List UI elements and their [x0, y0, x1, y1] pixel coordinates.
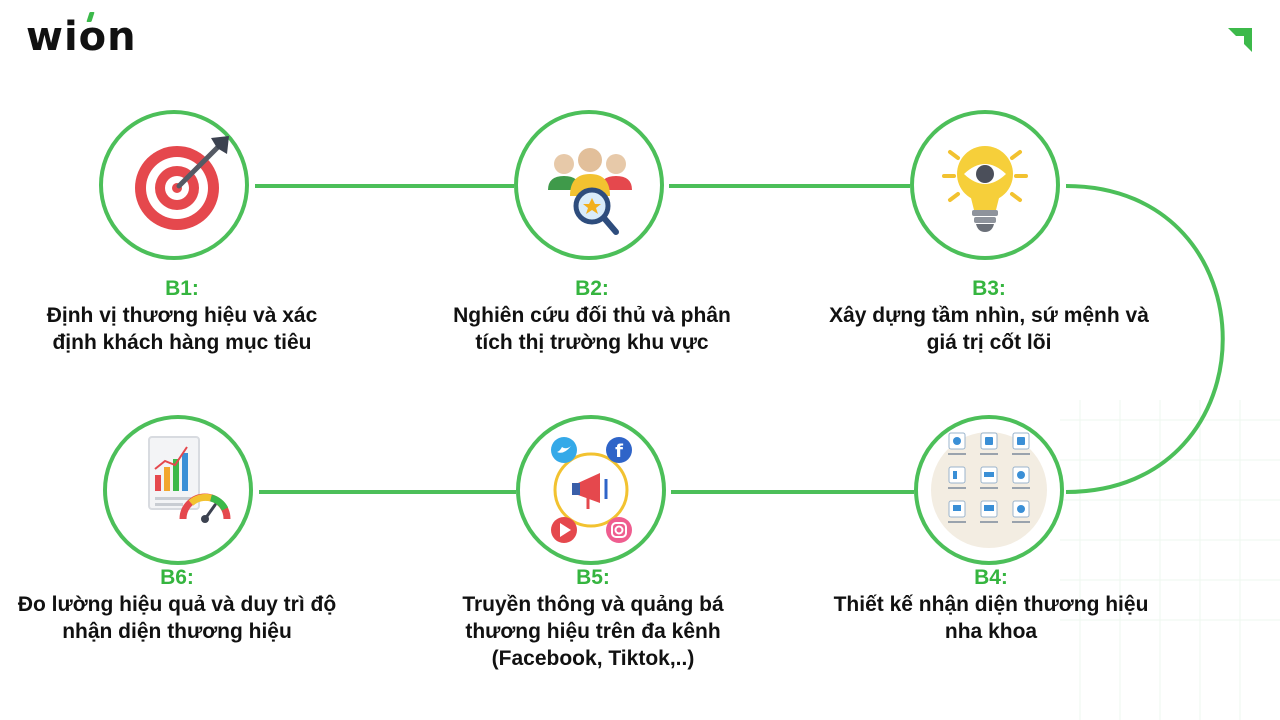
step-6-description: Đo lường hiệu quả và duy trì độ nhận diệ… — [17, 593, 337, 643]
step-6-node — [103, 415, 253, 565]
step-6-caption: B6: Đo lường hiệu quả và duy trì độ nhận… — [17, 565, 337, 645]
step-5-description: Truyền thông và quảng bá thương hiệu trê… — [462, 593, 724, 670]
step-2-caption: B2: Nghiên cứu đối thủ và phân tích thị … — [432, 276, 752, 356]
step-3-number: B3: — [972, 277, 1006, 300]
step-6-number: B6: — [160, 566, 194, 589]
step-4-node — [914, 415, 1064, 565]
step-4-number: B4: — [974, 566, 1008, 589]
brand-logo: wion — [26, 14, 137, 60]
brand-identity-mockup-icon — [931, 432, 1047, 548]
step-4-caption: B4: Thiết kế nhận diện thương hiệu nha k… — [831, 565, 1151, 645]
step-1-node — [99, 110, 249, 260]
step-5-number: B5: — [576, 566, 610, 589]
step-4-description: Thiết kế nhận diện thương hiệu nha khoa — [833, 593, 1149, 643]
step-5-caption: B5: Truyền thông và quảng bá thương hiệu… — [433, 565, 753, 672]
step-3-node — [910, 110, 1060, 260]
step-5-node: f — [516, 415, 666, 565]
corner-arrow-icon — [1228, 28, 1252, 52]
step-3-description: Xây dựng tầm nhìn, sứ mệnh và giá trị cố… — [829, 304, 1149, 354]
lightbulb-eye-icon — [942, 146, 1028, 232]
step-2-number: B2: — [575, 277, 609, 300]
step-1-caption: B1: Định vị thương hiệu và xác định khác… — [22, 276, 342, 356]
target-arrow-icon — [135, 136, 229, 230]
step-2-description: Nghiên cứu đối thủ và phân tích thị trườ… — [453, 304, 731, 354]
step-1-description: Định vị thương hiệu và xác định khách hà… — [46, 304, 318, 354]
market-research-icon — [548, 148, 632, 235]
svg-text:f: f — [615, 441, 623, 462]
step-1-number: B1: — [165, 277, 199, 300]
analytics-gauge-icon — [148, 436, 231, 523]
social-media-megaphone-icon: f — [551, 437, 632, 543]
step-2-node — [514, 110, 664, 260]
step-3-caption: B3: Xây dựng tầm nhìn, sứ mệnh và giá tr… — [829, 276, 1149, 356]
